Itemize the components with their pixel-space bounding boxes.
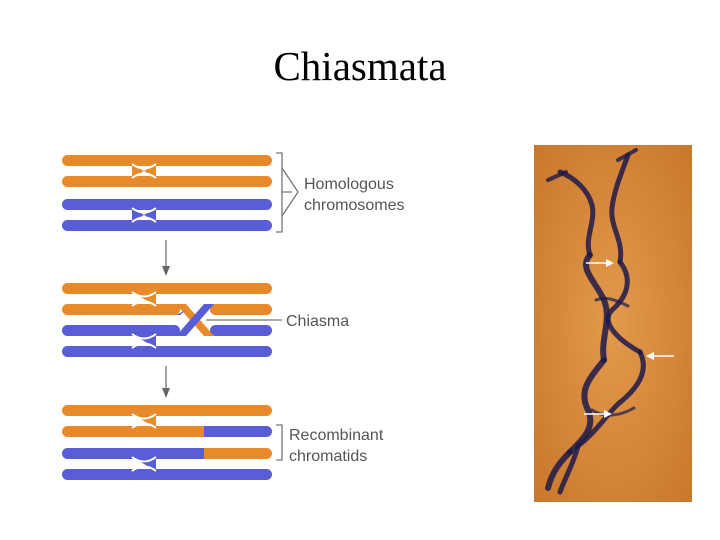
down-arrow-2 — [162, 366, 170, 398]
stage-recombinant: Recombinant chromatids — [62, 405, 384, 480]
arrow-icon — [586, 259, 614, 267]
stage-chiasma: Chiasma — [62, 283, 349, 357]
recombinant-label-line2: chromatids — [289, 448, 367, 465]
arrow-icon — [646, 352, 674, 360]
recombinant-bracket — [276, 424, 283, 461]
slide-title: Chiasmata — [273, 43, 447, 89]
homologous-label-line1: Homologous — [304, 176, 394, 193]
arrow-icon — [584, 410, 612, 418]
stage-homologous: Homologous chromosomes — [62, 152, 404, 233]
down-arrow-1 — [162, 240, 170, 276]
maternal-chromosome — [62, 155, 272, 187]
chiasma-cross-blue — [176, 304, 214, 336]
homologous-label-line2: chromosomes — [304, 197, 404, 214]
recombinant-label-line1: Recombinant — [289, 427, 384, 444]
chiasmata-micrograph — [534, 145, 692, 502]
chiasma-label: Chiasma — [286, 313, 349, 330]
stained-chromosome — [545, 148, 646, 495]
paternal-chromosome — [62, 199, 272, 231]
homologous-bracket — [276, 152, 299, 233]
